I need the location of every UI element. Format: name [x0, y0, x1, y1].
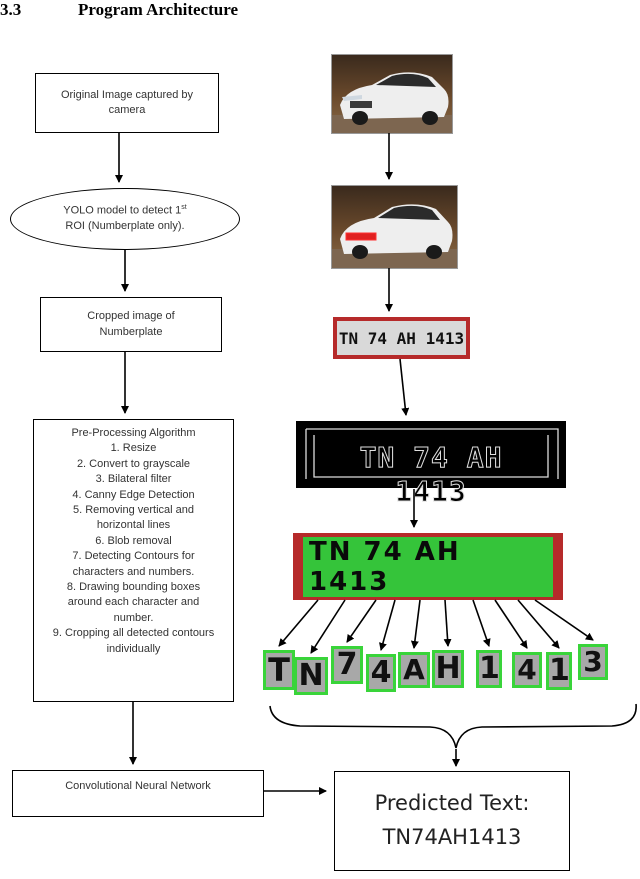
flow-step-cropped-plate-label: Cropped image of Numberplate — [87, 310, 175, 338]
flow-step-cropped-plate: Cropped image of Numberplate — [40, 297, 222, 352]
flow-step-original-image: Original Image captured by camera — [35, 73, 219, 133]
preprocessing-step: 7. Detecting Contours for — [72, 550, 195, 563]
prediction-value: TN74AH1413 — [382, 825, 522, 849]
character-arrow — [346, 599, 377, 643]
cropped-plate-image: TN 74 AH 1413 — [333, 317, 470, 359]
preprocessing-step: 4. Canny Edge Detection — [72, 488, 195, 501]
preprocessing-step: 8. Drawing bounding boxes — [66, 581, 201, 594]
car-image-2 — [332, 186, 457, 268]
character-arrow — [410, 599, 421, 649]
edge-plate-image: TN 74 AH 1413 — [296, 421, 566, 509]
flow-step-cnn: Convolutional Neural Network — [12, 770, 264, 817]
character-crop: 1 — [546, 652, 572, 690]
preprocessing-title: Pre-Processing Algorithm — [71, 427, 196, 439]
preprocessing-step: 9. Cropping all detected contours — [52, 627, 215, 640]
flow-step-yolo-label-line2: ROI (Numberplate only). — [65, 220, 185, 233]
character-arrow — [379, 599, 396, 651]
section-title: Program Architecture — [78, 0, 239, 19]
section-number: 3.3 — [0, 0, 22, 19]
character-crop: 7 — [331, 646, 363, 684]
preprocessing-step: characters and numbers. — [72, 565, 195, 578]
edge-plate-text: TN 74 AH 1413 — [359, 441, 503, 509]
character-arrow — [472, 599, 491, 647]
prediction-label: Predicted Text: — [374, 791, 530, 816]
character-crop: 4 — [512, 652, 542, 688]
character-crop: 4 — [366, 654, 396, 692]
character-arrow — [278, 599, 319, 647]
arrow-plate-to-edges — [399, 358, 410, 416]
character-arrow — [494, 599, 528, 649]
character-crop: 1 — [476, 650, 502, 688]
flow-step-original-image-label: Original Image captured by camera — [60, 88, 194, 116]
character-arrow — [517, 599, 560, 649]
preprocessing-step: 3. Bilateral filter — [95, 473, 172, 486]
preprocessing-step: 6. Blob removal — [95, 534, 172, 547]
character-crop: N — [294, 657, 328, 695]
cropped-plate-text: TN 74 AH 1413 — [337, 321, 466, 355]
edge-outline — [305, 428, 559, 479]
character-crop: H — [432, 650, 464, 688]
flow-step-cnn-label: Convolutional Neural Network — [65, 780, 211, 792]
character-crop: A — [398, 652, 430, 688]
preprocessing-step: number. — [113, 611, 154, 624]
character-arrows — [278, 599, 594, 654]
prediction-box: Predicted Text: TN74AH1413 — [334, 771, 570, 871]
preprocessing-step: 5. Removing vertical and — [72, 504, 195, 517]
flow-step-yolo-sup: st — [181, 203, 187, 211]
character-crop: T — [263, 650, 295, 690]
boxed-plate-image: TN 74 AH 1413 — [293, 533, 563, 600]
flow-step-yolo-label: YOLO model to detect 1 — [63, 204, 182, 217]
preprocessing-step: individually — [106, 642, 161, 655]
flow-step-yolo: YOLO model to detect 1st ROI (Numberplat… — [10, 188, 240, 250]
boxed-plate-text: TN 74 AH 1413 — [303, 536, 553, 597]
character-arrow — [534, 599, 594, 641]
preprocessing-step: 2. Convert to grayscale — [76, 457, 191, 470]
character-crop: 3 — [578, 644, 608, 680]
car-photo-detected — [331, 185, 458, 269]
preprocessing-step: 1. Resize — [110, 442, 157, 455]
preprocessing-step: around each character and — [67, 596, 200, 609]
character-arrow — [310, 599, 346, 654]
character-arrow — [443, 599, 452, 647]
curly-brace — [269, 703, 637, 749]
section-heading: 3.3 Program Architecture — [0, 0, 238, 20]
car-photo-original — [331, 54, 453, 134]
preprocessing-step: horizontal lines — [96, 519, 171, 532]
flow-step-preprocessing: Pre-Processing Algorithm 1. Resize 2. Co… — [33, 419, 234, 702]
car-image-1 — [332, 55, 452, 133]
